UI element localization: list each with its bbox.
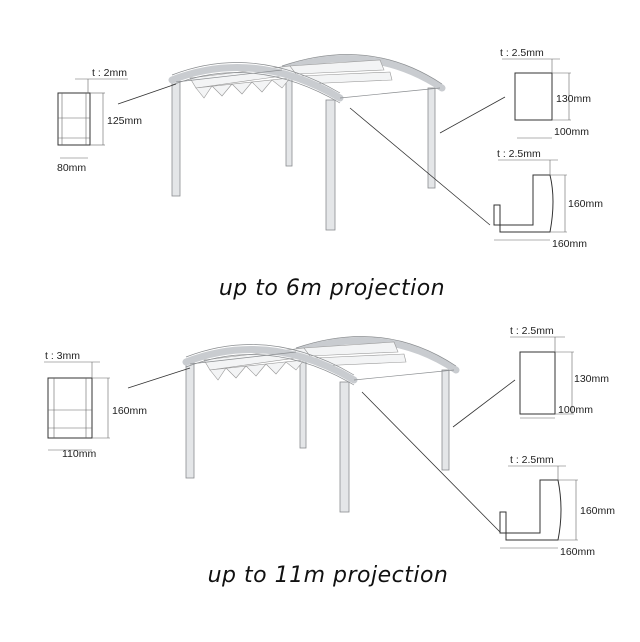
width-label: 100mm [558, 404, 593, 416]
height-label: 130mm [574, 373, 609, 385]
pergola-11m [186, 336, 456, 512]
leader-line [127, 367, 191, 389]
leader-line [349, 107, 491, 226]
leader-line [452, 379, 516, 428]
height-label: 160mm [112, 405, 147, 417]
thickness-label: t : 2.5mm [497, 148, 541, 160]
width-label: 80mm [57, 162, 86, 174]
profile-right-top-6m [502, 58, 571, 139]
caption-6m: up to 6m projection [219, 276, 445, 301]
leader-line [361, 391, 501, 533]
thickness-label: t : 2.5mm [500, 47, 544, 59]
thickness-label: t : 3mm [45, 350, 80, 362]
pergola-6m [172, 54, 442, 230]
thickness-label: t : 2.5mm [510, 325, 554, 337]
leader-line [117, 83, 177, 105]
leader-line [439, 96, 506, 134]
caption-11m: up to 11m projection [208, 563, 449, 588]
profile-right-bottom-6m [493, 159, 567, 241]
width-label: 100mm [554, 126, 589, 138]
height-label: 160mm [580, 505, 615, 517]
profile-right-bottom-11m [499, 465, 578, 549]
width-label: 110mm [62, 448, 96, 460]
profile-left-11m [44, 361, 110, 451]
profile-left-6m [57, 78, 128, 159]
thickness-label: t : 2.5mm [510, 454, 554, 466]
height-label: 125mm [107, 115, 142, 127]
width-label: 160mm [552, 238, 587, 250]
height-label: 130mm [556, 93, 591, 105]
width-label: 160mm [560, 546, 595, 558]
height-label: 160mm [568, 198, 603, 210]
thickness-label: t : 2mm [92, 67, 127, 79]
profile-right-top-11m [510, 336, 574, 419]
